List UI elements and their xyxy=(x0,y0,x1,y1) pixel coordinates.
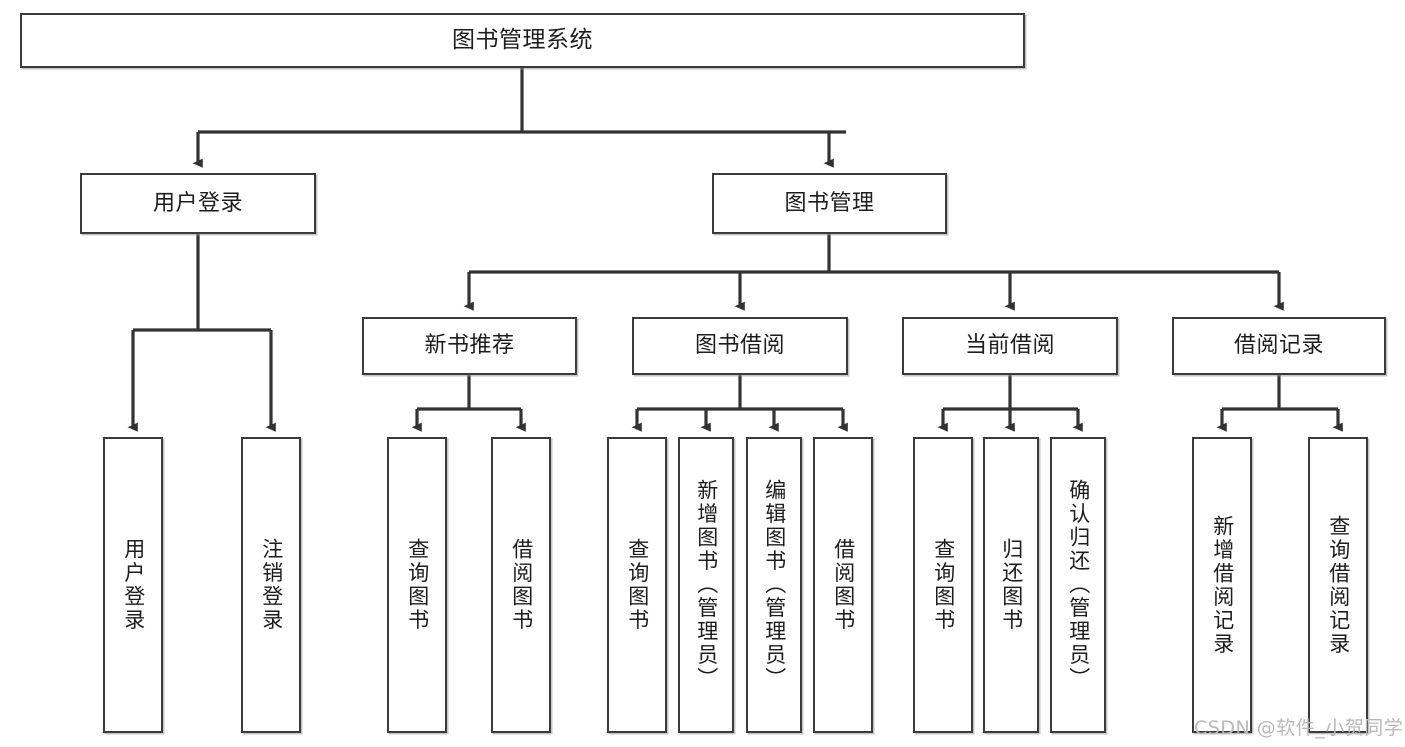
node-label: 查询图书 xyxy=(931,538,956,632)
node-label: 借阅记录 xyxy=(1233,333,1324,359)
watermark-text: CSDN @软件_小贺同学 xyxy=(1194,717,1404,739)
leaf-query-book-current[interactable]: 查询图书 xyxy=(913,437,973,733)
leaf-add-book-admin[interactable]: 新增图书（管理员） xyxy=(678,437,734,733)
node-label: 新增借阅记录 xyxy=(1210,514,1235,656)
node-label: 查询图书 xyxy=(405,538,430,632)
node-label: 当前借阅 xyxy=(964,333,1055,359)
node-label: 注销登录 xyxy=(259,538,284,632)
leaf-borrow-book-recommend[interactable]: 借阅图书 xyxy=(491,437,551,733)
node-new-book-recommend[interactable]: 新书推荐 xyxy=(362,317,577,375)
node-borrow-record[interactable]: 借阅记录 xyxy=(1172,317,1386,375)
node-book-borrow[interactable]: 图书借阅 xyxy=(632,317,848,375)
node-label: 图书管理 xyxy=(784,190,875,216)
node-label: 图书管理系统 xyxy=(452,27,593,54)
node-current-borrow[interactable]: 当前借阅 xyxy=(902,317,1118,375)
leaf-add-borrow-record[interactable]: 新增借阅记录 xyxy=(1192,437,1252,733)
node-user-login[interactable]: 用户登录 xyxy=(80,173,316,234)
node-label: 查询图书 xyxy=(625,538,650,632)
node-label: 图书借阅 xyxy=(694,333,785,359)
leaf-return-book[interactable]: 归还图书 xyxy=(983,437,1039,733)
node-label: 新增图书（管理员） xyxy=(694,479,719,691)
node-label: 借阅图书 xyxy=(509,538,534,632)
leaf-logout[interactable]: 注销登录 xyxy=(241,437,301,733)
node-label: 归还图书 xyxy=(999,538,1024,632)
leaf-query-book-borrow[interactable]: 查询图书 xyxy=(607,437,667,733)
node-label: 确认归还（管理员） xyxy=(1066,479,1091,691)
leaf-borrow-book-borrow[interactable]: 借阅图书 xyxy=(813,437,873,733)
node-label: 借阅图书 xyxy=(831,538,856,632)
leaf-user-login[interactable]: 用户登录 xyxy=(103,437,163,733)
node-book-management[interactable]: 图书管理 xyxy=(712,173,947,234)
node-root-system[interactable]: 图书管理系统 xyxy=(20,13,1025,68)
leaf-query-book-recommend[interactable]: 查询图书 xyxy=(387,437,447,733)
node-label: 用户登录 xyxy=(152,190,243,216)
leaf-query-borrow-record[interactable]: 查询借阅记录 xyxy=(1308,437,1368,733)
node-label: 新书推荐 xyxy=(424,333,515,359)
leaf-edit-book-admin[interactable]: 编辑图书（管理员） xyxy=(746,437,802,733)
leaf-confirm-return-admin[interactable]: 确认归还（管理员） xyxy=(1050,437,1106,733)
node-label: 用户登录 xyxy=(121,538,146,632)
node-label: 编辑图书（管理员） xyxy=(762,479,787,691)
node-label: 查询借阅记录 xyxy=(1326,514,1351,656)
